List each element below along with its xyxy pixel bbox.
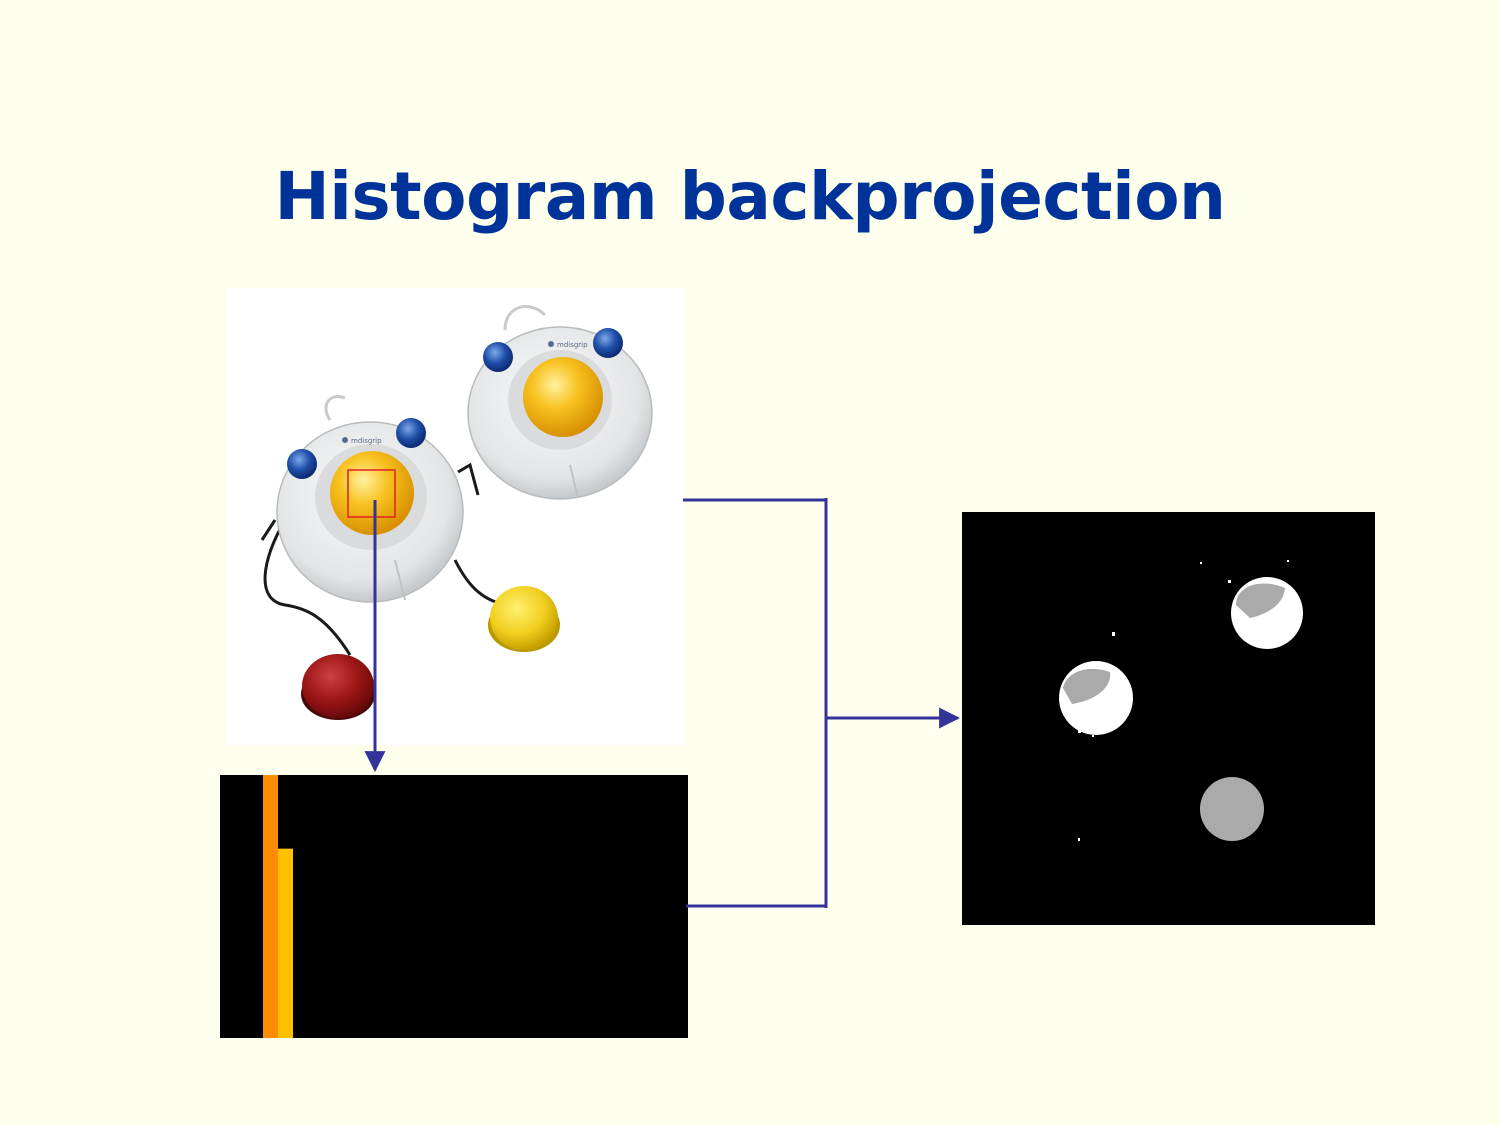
blob-upper-right (1200, 560, 1303, 649)
blob-bottom (1078, 777, 1264, 841)
blue-button (483, 342, 513, 372)
histogram-background (220, 775, 688, 1038)
yellow-switch-button (488, 586, 560, 652)
trackball-device-left: mdisgrip (276, 418, 464, 603)
device-logo-text: mdisgrip (557, 341, 588, 349)
red-switch-button (301, 654, 375, 720)
trackball-device-right: mdisgrip (467, 326, 653, 500)
connectors (364, 498, 961, 908)
cable-right (503, 305, 547, 331)
backprojection-result (962, 512, 1375, 925)
blue-button (287, 449, 317, 479)
blue-button (396, 418, 426, 448)
trackball-photo: mdisgrip mdisgrip (226, 288, 683, 745)
yellow-ball-left (330, 451, 414, 535)
cable-left (324, 395, 346, 421)
result-background (962, 512, 1375, 925)
histogram-bars (263, 775, 293, 1038)
yellow-ball-right (523, 357, 603, 437)
slide-title: Histogram backprojection (274, 158, 1226, 235)
roi-selection-box (347, 469, 396, 518)
histogram-bar-1 (263, 775, 278, 1038)
histogram-panel (220, 775, 688, 1038)
blue-button (593, 328, 623, 358)
histogram-bar-2 (278, 848, 293, 1038)
logo-mark (548, 341, 554, 347)
device-logo-text: mdisgrip (351, 437, 382, 445)
blob-middle-left (1059, 632, 1133, 737)
logo-mark (342, 437, 348, 443)
